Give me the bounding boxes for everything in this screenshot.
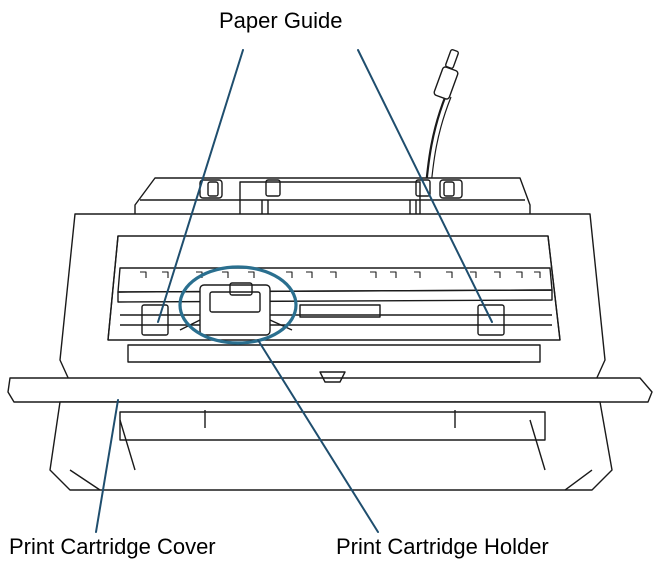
paper-guide-left (141, 304, 169, 336)
front-cover-recess (119, 411, 546, 441)
leader-paper-guide-left (157, 49, 244, 323)
right-latch-inner (443, 181, 455, 197)
main-body (59, 213, 606, 383)
cartridge-holder-body (199, 284, 271, 336)
feed-tab-left (265, 179, 281, 197)
cable-connector (433, 66, 459, 100)
top-chute (134, 177, 531, 219)
leader-print-cartridge-holder (257, 339, 379, 533)
label-print-cartridge-holder: Print Cartridge Holder (336, 534, 549, 559)
cable-plug-tip (445, 49, 459, 69)
leader-lines (95, 49, 493, 533)
leader-paper-guide-right (357, 49, 493, 323)
front-cover-notch (319, 371, 346, 383)
scanner-outline (7, 49, 653, 491)
leader-print-cartridge-cover (95, 399, 119, 533)
paper-guide-right (477, 304, 505, 336)
print-bar-lower (117, 289, 553, 303)
front-cover-hinges (204, 410, 456, 428)
cartridge-holder-slot (209, 291, 261, 313)
lower-rim (127, 344, 541, 363)
cartridge-holder-tab (229, 282, 253, 296)
front-cover-lip (7, 377, 653, 403)
left-latch-inner (207, 181, 219, 197)
scale-markings (140, 271, 541, 278)
inner-bay-walls (107, 235, 561, 341)
front-cover-feet (69, 469, 593, 491)
front-cover-body (49, 401, 613, 491)
cartridge-highlight-circle (178, 265, 298, 345)
right-latch (439, 179, 463, 199)
label-paper-guide: Paper Guide (219, 8, 343, 33)
front-cover-side-grips (119, 419, 546, 471)
rail-carriage (299, 304, 381, 318)
label-print-cartridge-cover: Print Cartridge Cover (9, 534, 216, 559)
